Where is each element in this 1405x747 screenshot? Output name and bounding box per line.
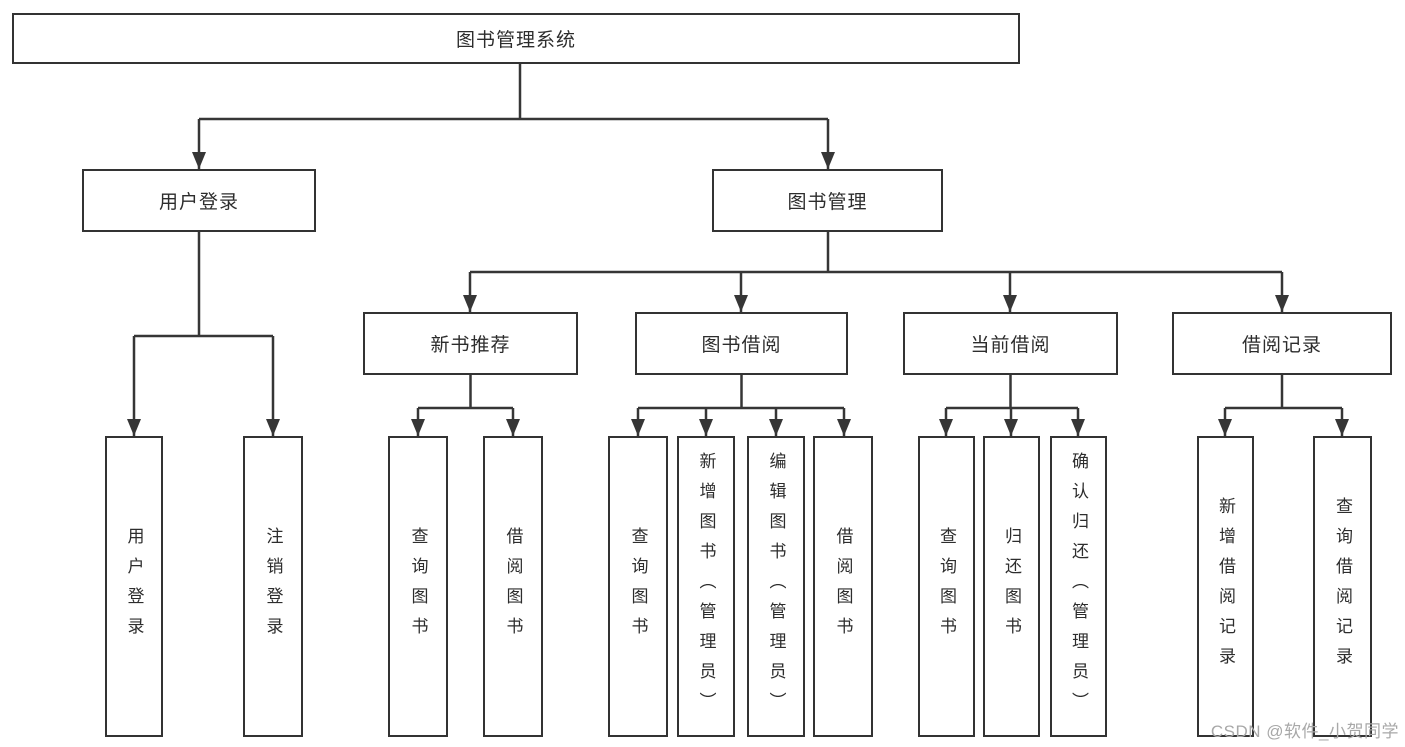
leaf-logout: 注销登录 xyxy=(243,436,303,737)
leaf-nbr-query-books-label: 查询图书 xyxy=(408,526,428,647)
node-book-management-label: 图书管理 xyxy=(787,192,868,213)
leaf-user-login-label: 用户登录 xyxy=(124,526,144,647)
leaf-cb-query-books-label: 查询图书 xyxy=(937,526,956,647)
node-borrow-records-label: 借阅记录 xyxy=(1241,335,1322,356)
leaf-bb-query-books-label: 查询图书 xyxy=(628,526,648,647)
leaf-bb-edit-books-label: 编辑图书（管理员） xyxy=(766,451,786,722)
leaf-cb-query-books: 查询图书 xyxy=(918,436,975,737)
node-book-management: 图书管理 xyxy=(712,169,943,232)
leaf-bb-edit-books: 编辑图书（管理员） xyxy=(747,436,805,737)
leaf-cb-return-books: 归还图书 xyxy=(983,436,1040,737)
node-root: 图书管理系统 xyxy=(12,13,1020,64)
leaf-bb-add-books: 新增图书（管理员） xyxy=(677,436,735,737)
leaf-bb-query-books: 查询图书 xyxy=(608,436,668,737)
leaf-user-login: 用户登录 xyxy=(105,436,163,737)
leaf-br-query-record: 查询借阅记录 xyxy=(1313,436,1372,737)
csdn-watermark: CSDN @软件_小贺同学 xyxy=(1210,722,1399,741)
node-current-borrow-label: 当前借阅 xyxy=(970,335,1051,356)
leaf-nbr-borrow-books: 借阅图书 xyxy=(483,436,543,737)
leaf-br-query-record-label: 查询借阅记录 xyxy=(1333,496,1352,677)
leaf-br-add-record-label: 新增借阅记录 xyxy=(1216,496,1235,677)
node-user-login-label: 用户登录 xyxy=(158,192,239,213)
node-root-label: 图书管理系统 xyxy=(455,30,576,51)
leaf-bb-borrow-books-label: 借阅图书 xyxy=(833,526,853,647)
leaf-logout-label: 注销登录 xyxy=(263,526,283,647)
node-new-book-recommend-label: 新书推荐 xyxy=(430,335,511,356)
leaf-nbr-query-books: 查询图书 xyxy=(388,436,448,737)
node-new-book-recommend: 新书推荐 xyxy=(363,312,578,375)
leaf-cb-confirm-return: 确认归还（管理员） xyxy=(1050,436,1107,737)
leaf-bb-add-books-label: 新增图书（管理员） xyxy=(696,451,716,722)
node-borrow-records: 借阅记录 xyxy=(1172,312,1392,375)
node-current-borrow: 当前借阅 xyxy=(903,312,1118,375)
leaf-bb-borrow-books: 借阅图书 xyxy=(813,436,873,737)
leaf-br-add-record: 新增借阅记录 xyxy=(1197,436,1254,737)
leaf-nbr-borrow-books-label: 借阅图书 xyxy=(503,526,523,647)
node-book-borrow-label: 图书借阅 xyxy=(701,335,782,356)
leaf-cb-return-books-label: 归还图书 xyxy=(1002,526,1021,647)
leaf-cb-confirm-return-label: 确认归还（管理员） xyxy=(1069,451,1088,722)
node-book-borrow: 图书借阅 xyxy=(635,312,848,375)
node-user-login: 用户登录 xyxy=(82,169,316,232)
